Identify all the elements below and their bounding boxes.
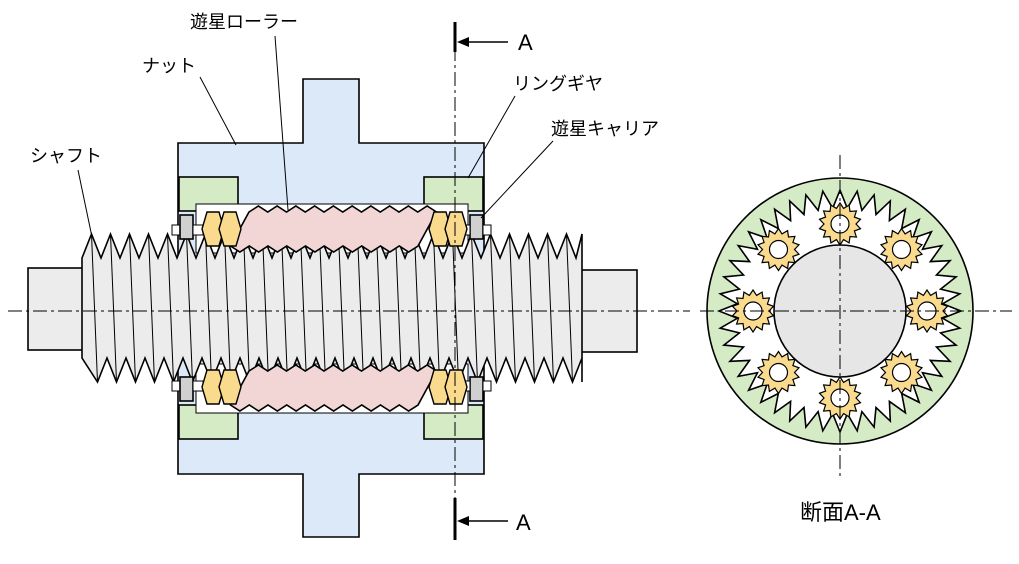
shaft-thread-line	[471, 233, 478, 383]
shaft-thread-line	[547, 233, 554, 383]
label-shaft: シャフト	[30, 146, 102, 167]
planet-gears-side	[201, 211, 468, 405]
shaft-thread-line	[338, 233, 345, 383]
label-planetary-roller: 遊星ローラー	[190, 12, 298, 33]
label-ring-gear: リングギヤ	[513, 74, 603, 95]
section-planet-pin-hole	[768, 239, 789, 260]
leader-ring-gear	[467, 95, 516, 179]
shaft-end-left	[27, 267, 84, 351]
leader-shaft	[77, 169, 93, 238]
shaft-thread-line	[186, 233, 193, 383]
section-planet-pin-hole	[891, 362, 912, 383]
shaft-thread-line	[509, 233, 516, 383]
section-planet-pin-hole	[891, 239, 912, 260]
shaft-thread-line	[395, 233, 402, 383]
shaft-thread-line	[110, 233, 117, 383]
shaft-thread-line	[566, 233, 573, 383]
shaft-thread-line	[414, 233, 421, 383]
shaft-thread-line	[224, 233, 231, 383]
section-view: 断面A-A	[700, 155, 1012, 525]
shaft-thread-line	[528, 233, 535, 383]
planetary-roller-bottom	[229, 364, 438, 412]
threaded-shaft	[81, 231, 583, 385]
leader-planetary-roller	[274, 35, 289, 211]
shaft-thread-lines	[91, 233, 583, 383]
planet-gear-lobe	[218, 211, 242, 247]
label-section-mark-bottom: A	[516, 510, 531, 535]
shaft-thread-line	[281, 233, 288, 383]
planet-gear-lobe	[444, 211, 468, 247]
label-section-mark-top: A	[518, 30, 533, 55]
section-planet-pin-hole	[768, 362, 789, 383]
shaft-thread-line	[300, 233, 307, 383]
shaft-thread-line	[91, 233, 98, 383]
shaft-thread-line	[129, 233, 136, 383]
shaft-thread-line	[376, 233, 383, 383]
shaft-thread-line	[167, 233, 174, 383]
section-arrowhead-bottom	[457, 516, 469, 526]
section-arrowhead-top	[457, 37, 469, 47]
shaft-thread-line	[243, 233, 250, 383]
shaft-thread-line	[319, 233, 326, 383]
side-view: 遊星ローラー ナット リングギヤ 遊星キャリア シャフト A A	[8, 12, 690, 540]
leader-planet-carrier	[480, 140, 554, 219]
planet-gear-lobe	[218, 369, 242, 405]
shaft-thread-line	[262, 233, 269, 383]
shaft-thread-line	[205, 233, 212, 383]
label-planet-carrier: 遊星キャリア	[551, 119, 659, 140]
shaft-thread-line	[357, 233, 364, 383]
shaft-thread-line	[490, 233, 497, 383]
planet-gear-lobe	[444, 369, 468, 405]
shaft-thread-line	[148, 233, 155, 383]
planetary-roller-top	[229, 205, 438, 253]
leader-nut	[199, 76, 237, 146]
label-section-title: 断面A-A	[800, 500, 881, 525]
label-nut: ナット	[142, 56, 196, 77]
shaft-thread-line	[433, 233, 440, 383]
